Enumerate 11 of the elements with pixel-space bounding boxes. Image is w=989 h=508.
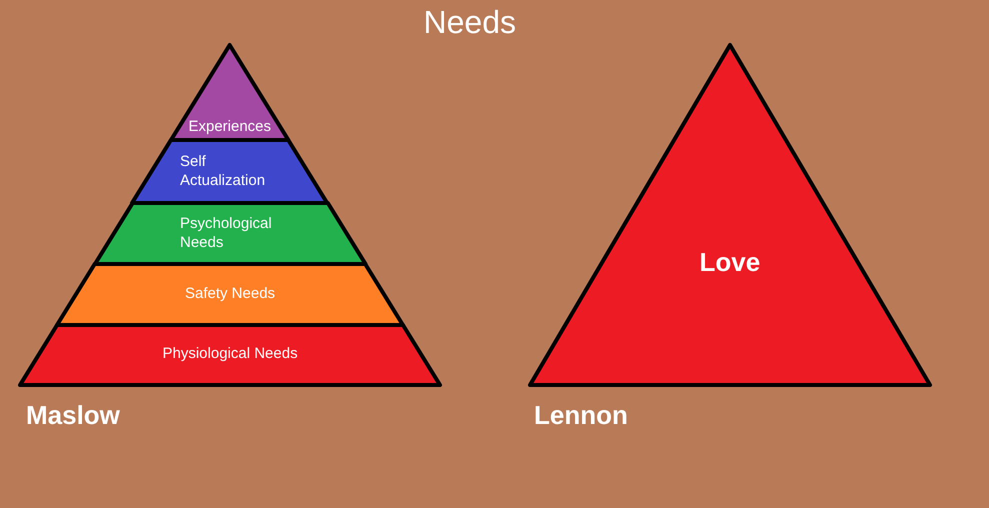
tier-label: Experiences: [188, 118, 272, 137]
triangle: [527, 42, 933, 388]
tier-label: Physiological Needs: [162, 345, 298, 364]
triangle-label: Love: [700, 246, 760, 278]
pyramid-caption: Maslow: [26, 400, 120, 431]
tier-label: Psychological Needs: [180, 215, 273, 252]
pyramid-caption: Lennon: [534, 400, 628, 431]
pyramid-tier: [17, 322, 443, 388]
diagram-title: Needs: [424, 4, 516, 41]
tier-label: Safety Needs: [184, 285, 276, 304]
tier-label: Self Actualization: [180, 153, 266, 190]
